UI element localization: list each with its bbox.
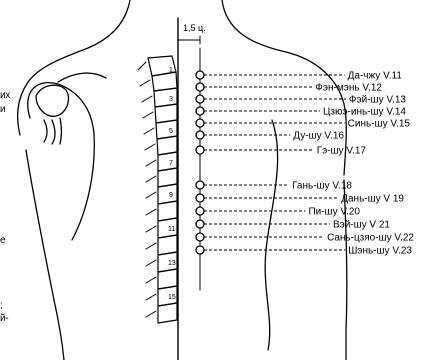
acupoint-marker [196, 181, 204, 189]
vertebra-number: 11 [168, 226, 175, 233]
acupoint-label: Шэнь-шу V.23 [348, 246, 412, 257]
acupoint-marker [196, 146, 204, 154]
acupoint-marker [196, 194, 204, 202]
acupoint-marker [196, 95, 204, 103]
vertebra-number: 3 [169, 96, 173, 103]
vertebra-number: 9 [169, 192, 173, 199]
acupoint-marker [196, 233, 204, 241]
acupoint-label: Гэ-шу V.17 [317, 146, 367, 157]
acupoint-label: Пи-шу V.20 [308, 207, 360, 218]
acupoint-label: Фэн-мэнь V.12 [315, 83, 382, 94]
vertebra-number: 15 [168, 294, 176, 301]
acupoint-marker [196, 131, 204, 139]
scapula-edge [58, 73, 106, 82]
acupoint-label: Да-чжу V.11 [348, 71, 403, 82]
measure-label: 1,5 ц. [183, 23, 206, 33]
acupoint-label: Сань-цзяо-шу V.22 [327, 233, 414, 244]
acupoint-marker [196, 220, 204, 228]
acupoint-marker [196, 83, 204, 91]
acupoint-marker [196, 71, 204, 79]
vertebra-number: 7 [169, 160, 173, 167]
acupoint-marker [196, 107, 204, 115]
acupoint-label: Фэй-шу V.13 [349, 95, 407, 106]
humerus-head [36, 85, 68, 116]
measure-bracket [178, 36, 200, 44]
vertebra-number: 5 [169, 128, 173, 135]
acupoint-marker [196, 246, 204, 254]
acupoint-label: Дань-шу V 19 [341, 194, 404, 205]
acupoint-label: Вэй-шу V 21 [333, 220, 390, 231]
right-scapula-curve [265, 120, 277, 350]
acupoint-marker [196, 119, 204, 127]
acupoint-label: Синь-шу V.15 [348, 119, 411, 130]
neck-outline-left [18, 0, 130, 135]
acupoint-label: Цзюэ-инь-шу V.14 [323, 107, 406, 118]
acupoint-label: Ду-шу V.16 [293, 131, 344, 142]
acupoint-marker [196, 207, 204, 215]
arm-outline [26, 150, 64, 360]
vertebra-number: 1 [169, 67, 173, 74]
vertebra-number: 13 [168, 260, 176, 267]
acupoint-label: Гань-шу V.18 [292, 181, 352, 192]
